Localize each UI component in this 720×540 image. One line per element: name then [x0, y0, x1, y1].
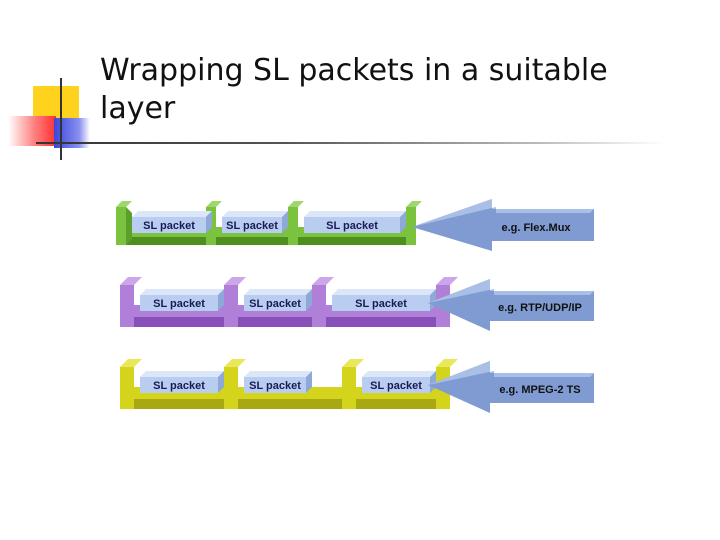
sl-packet-label: SL packet	[355, 298, 407, 310]
layer-arrow: e.g. Flex.Mux	[412, 199, 594, 251]
layer-arrow: e.g. MPEG-2 TS	[428, 361, 594, 413]
row-flexmux: SL packet SL packet SL packet e.g. Flex.…	[116, 199, 594, 251]
layer-label: e.g. MPEG-2 TS	[499, 384, 580, 396]
sl-packet: SL packet	[362, 371, 436, 393]
packet-wrapping-diagram: SL packet SL packet SL packet e.g. Flex.…	[116, 199, 594, 413]
sl-packet-label: SL packet	[153, 380, 205, 392]
sl-packet: SL packet	[304, 211, 406, 233]
sl-packet: SL packet	[332, 289, 436, 311]
sl-packet-label: SL packet	[153, 298, 205, 310]
sl-packet-label: SL packet	[326, 220, 378, 232]
decorative-vertical-line	[60, 78, 62, 160]
row-mpeg2ts: SL packet SL packet SL packet e.g. MPEG-…	[120, 359, 594, 413]
layer-arrow: e.g. RTP/UDP/IP	[428, 279, 594, 331]
row-rtp: SL packet SL packet SL packet e.g. RTP/U…	[120, 277, 594, 331]
sl-packet-label: SL packet	[370, 380, 422, 392]
decorative-red-square	[8, 116, 56, 146]
sl-packet: SL packet	[132, 211, 212, 233]
sl-packet-label: SL packet	[143, 220, 195, 232]
sl-packet-label: SL packet	[226, 220, 278, 232]
sl-packet: SL packet	[244, 371, 312, 393]
sl-packet: SL packet	[140, 371, 224, 393]
sl-packet-label: SL packet	[249, 298, 301, 310]
sl-packet: SL packet	[222, 211, 288, 233]
layer-label: e.g. RTP/UDP/IP	[498, 302, 582, 314]
sl-packet: SL packet	[244, 289, 312, 311]
slide-title: Wrapping SL packets in a suitable layer	[100, 53, 608, 126]
title-underline	[36, 142, 664, 144]
sl-packet: SL packet	[140, 289, 224, 311]
sl-packet-label: SL packet	[249, 380, 301, 392]
layer-label: e.g. Flex.Mux	[501, 222, 571, 234]
